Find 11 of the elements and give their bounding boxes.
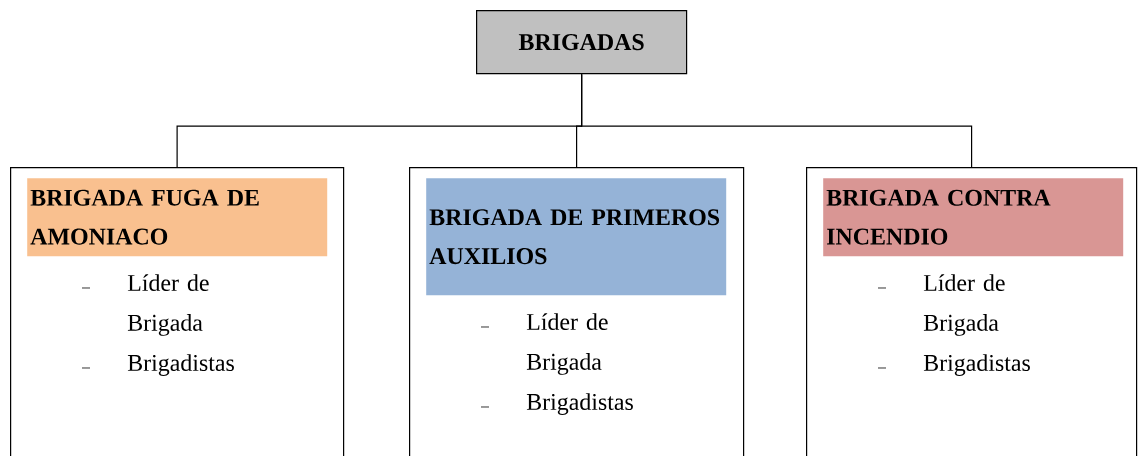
connector-line	[581, 73, 973, 168]
list-item: Brigadistas	[526, 393, 633, 415]
list-item: Brigadistas	[127, 354, 234, 376]
heading: BRIGADA FUGA DE AMONIACO	[27, 178, 328, 257]
list-item: Líder de Brigada	[923, 274, 1005, 336]
list-item: Líder de Brigada	[127, 274, 209, 336]
heading: BRIGADA DE PRIMEROS AUXILIOS	[426, 178, 727, 296]
root-box: BRIGADAS	[476, 10, 688, 75]
list-item: Brigadistas	[923, 354, 1030, 376]
list-item: Líder de Brigada	[526, 313, 608, 375]
heading: BRIGADA CONTRA INCENDIO	[823, 178, 1124, 257]
